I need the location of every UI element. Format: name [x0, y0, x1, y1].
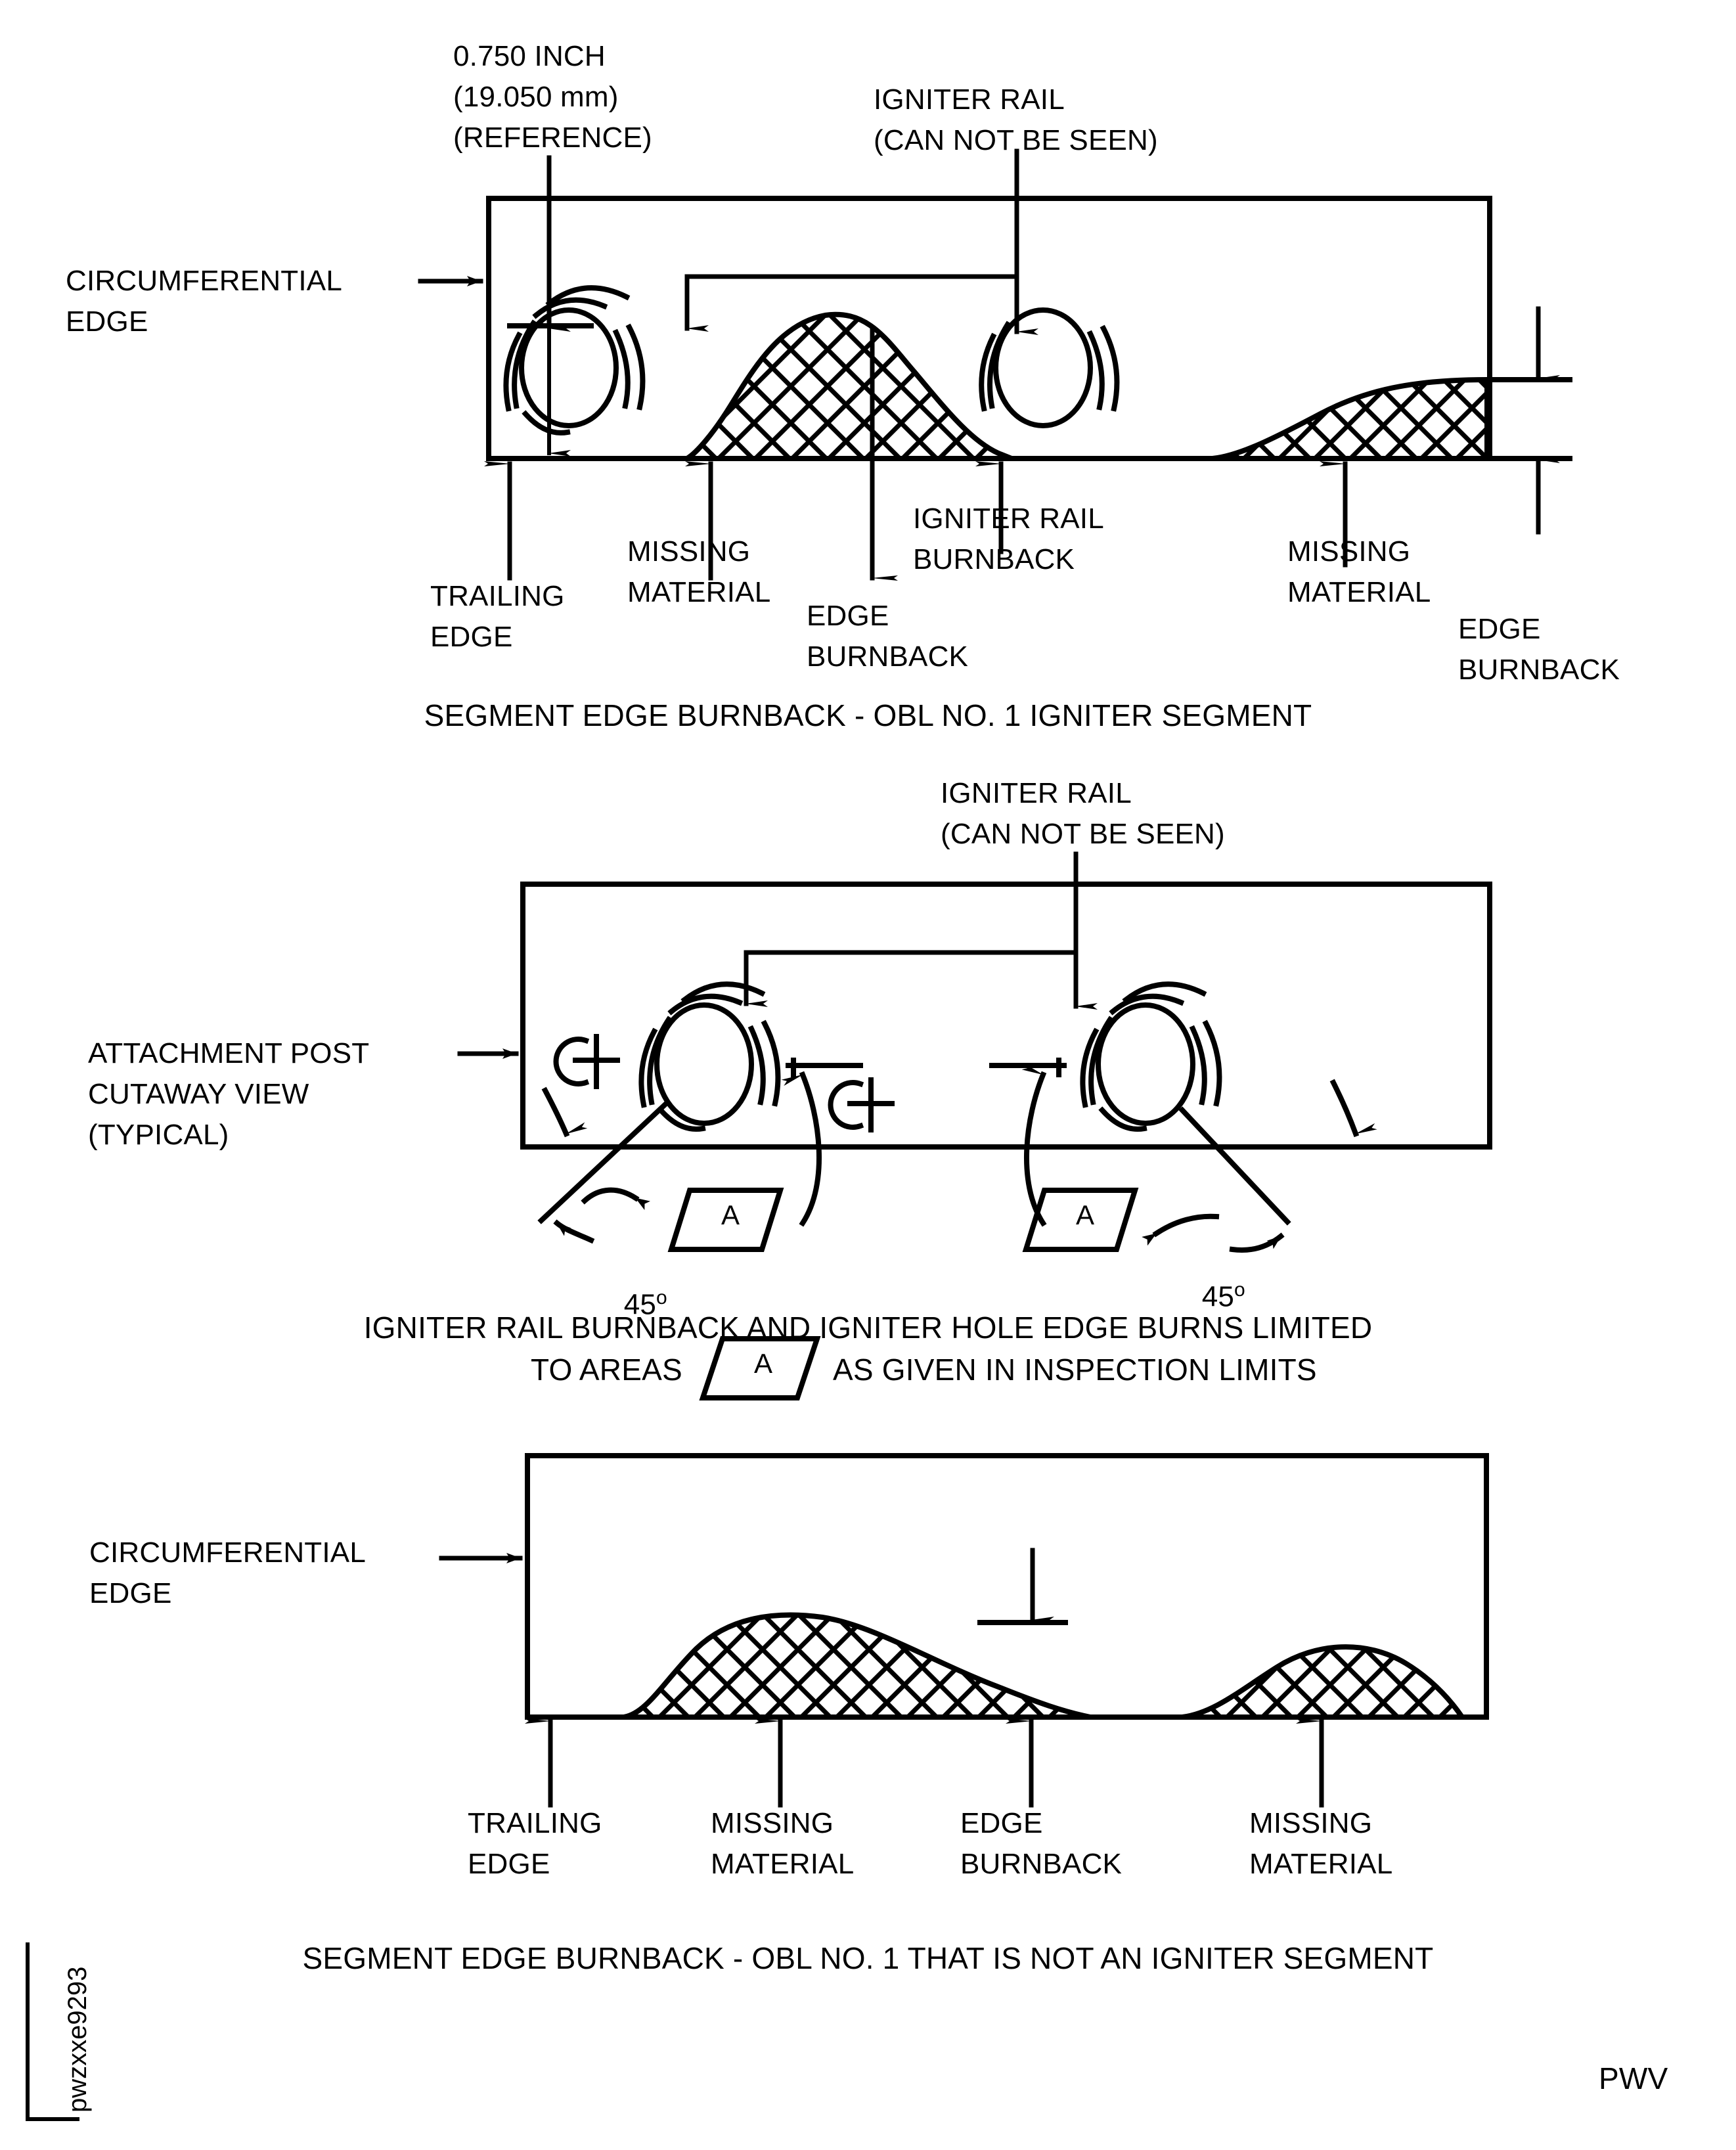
drawing-id: pwzxxe9293: [63, 1966, 92, 2113]
fig3-edge-burnback-line1: EDGE: [960, 1807, 1043, 1839]
fig3-trailing-edge-line2: EDGE: [468, 1848, 550, 1880]
fig1-edge-burnback-line2: BURNBACK: [807, 640, 969, 673]
fig3-missing-material-left-line1: MISSING: [711, 1807, 834, 1839]
fig2-attachment-post-line3: (TYPICAL): [88, 1119, 229, 1151]
fig2-angle-left-value: 45: [623, 1288, 657, 1321]
fig1-igniter-rail-burnback-line1: IGNITER RAIL: [913, 503, 1104, 535]
fig2-attachment-post-line1: ATTACHMENT POST: [88, 1037, 370, 1069]
fig1-edge-burnback-right-line1: EDGE: [1458, 613, 1541, 645]
degree-symbol-left: o: [656, 1287, 667, 1309]
dimension-note-line3: (REFERENCE): [453, 122, 652, 154]
fig2-caption-line2-pre: TO AREAS: [531, 1353, 682, 1387]
fig1-caption: SEGMENT EDGE BURNBACK - OBL NO. 1 IGNITE…: [424, 698, 1312, 732]
fig2-igniter-rail-note-line1: IGNITER RAIL: [941, 777, 1132, 809]
fig3-missing-material-right-line2: MATERIAL: [1249, 1848, 1393, 1880]
fig2-flag-letter-right: A: [1076, 1199, 1095, 1230]
fig2-caption-flag-letter: A: [754, 1348, 773, 1379]
fig3-caption: SEGMENT EDGE BURNBACK - OBL NO. 1 THAT I…: [302, 1941, 1434, 1975]
fig2-angle-right-value: 45: [1201, 1280, 1235, 1313]
fig1-missing-material-left-line1: MISSING: [627, 535, 751, 568]
fig3-edge-burnback-line2: BURNBACK: [960, 1848, 1123, 1880]
fig1-trailing-edge-line1: TRAILING: [430, 580, 565, 612]
fig2-flag-letter-left: A: [721, 1199, 740, 1230]
fig3-circumferential-edge-line2: EDGE: [89, 1577, 172, 1609]
fig2-caption-line2-post: AS GIVEN IN INSPECTION LIMITS: [833, 1353, 1317, 1387]
dimension-note-line2: (19.050 mm): [453, 81, 619, 113]
dimension-note-line1: 0.750 INCH: [453, 40, 606, 72]
fig1-circumferential-edge-line1: CIRCUMFERENTIAL: [66, 265, 343, 297]
fig1-circumferential-edge-line2: EDGE: [66, 305, 148, 338]
degree-symbol-right: o: [1234, 1279, 1245, 1301]
fig1-missing-material-right-line2: MATERIAL: [1287, 576, 1431, 608]
fig1-edge-burnback-right-line2: BURNBACK: [1458, 654, 1620, 686]
fig1-edge-burnback-line1: EDGE: [807, 600, 889, 632]
fig2-angle-left: 45o: [591, 1243, 667, 1360]
fig2-caption-line1: IGNITER RAIL BURNBACK AND IGNITER HOLE E…: [363, 1310, 1373, 1345]
fig1-igniter-rail-note-line2: (CAN NOT BE SEEN): [874, 124, 1158, 156]
fig3-trailing-edge-line1: TRAILING: [468, 1807, 602, 1839]
fig1-igniter-rail-burnback-line2: BURNBACK: [913, 543, 1075, 575]
fig1-missing-material-left-line2: MATERIAL: [627, 576, 771, 608]
fig1-trailing-edge-line2: EDGE: [430, 621, 513, 653]
fig3-circumferential-edge-line1: CIRCUMFERENTIAL: [89, 1536, 367, 1569]
fig1-igniter-rail-note-line1: IGNITER RAIL: [874, 83, 1065, 116]
fig3-missing-material-right-line1: MISSING: [1249, 1807, 1373, 1839]
corner-code: PWV: [1599, 2061, 1668, 2095]
fig1-missing-material-right-line1: MISSING: [1287, 535, 1411, 568]
fig2-angle-right: 45o: [1169, 1235, 1245, 1353]
fig3-missing-material-left-line2: MATERIAL: [711, 1848, 855, 1880]
fig2-igniter-rail-note-line2: (CAN NOT BE SEEN): [941, 818, 1225, 850]
fig2-attachment-post-line2: CUTAWAY VIEW: [88, 1078, 309, 1110]
